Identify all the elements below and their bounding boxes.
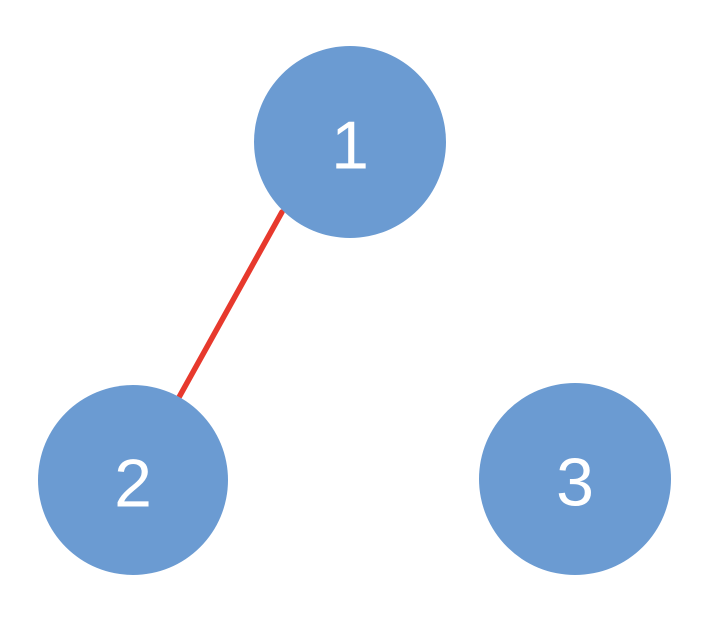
node-1-circle[interactable] — [254, 46, 446, 238]
node-2-circle[interactable] — [38, 385, 228, 575]
node-2[interactable]: 2 — [38, 385, 228, 575]
node-1[interactable]: 1 — [254, 46, 446, 238]
node-3[interactable]: 3 — [479, 383, 671, 575]
node-3-circle[interactable] — [479, 383, 671, 575]
